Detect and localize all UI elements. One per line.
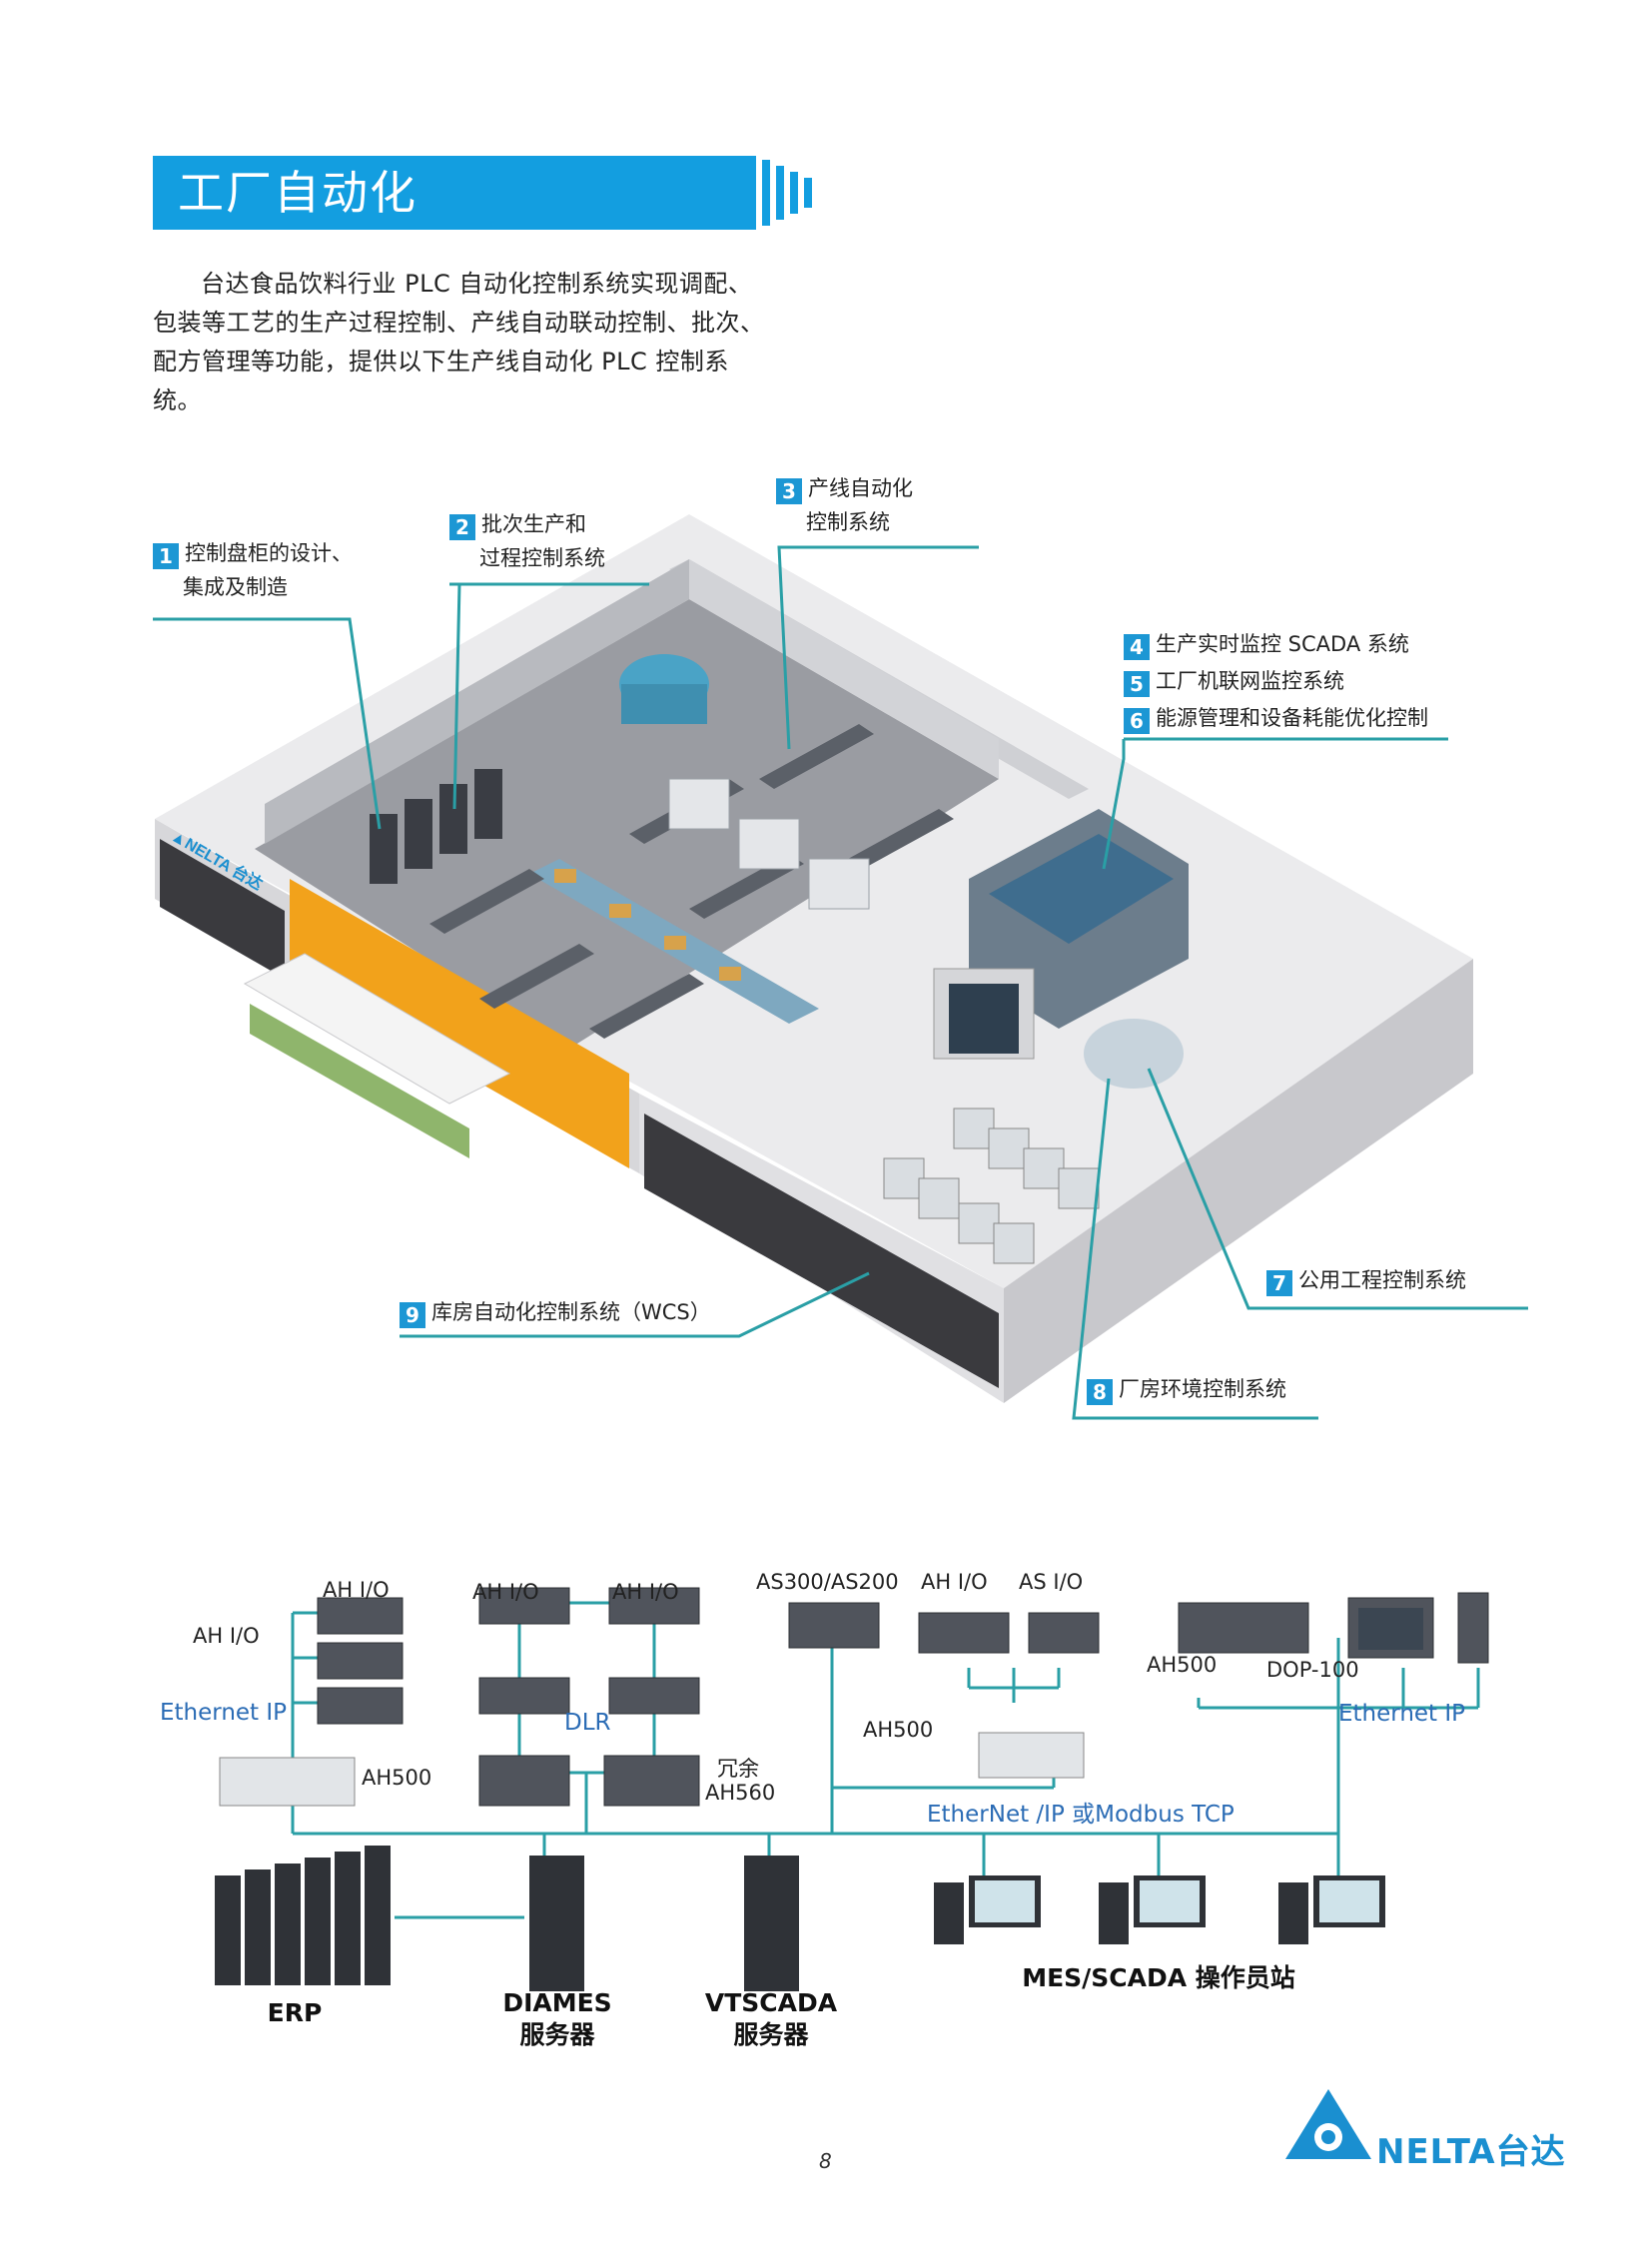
- server-label-erp: ERP: [267, 1998, 323, 2027]
- title-deco-bar: [762, 160, 770, 226]
- orange-panels: [290, 879, 629, 1168]
- callout-text: 厂房环境控制系统: [1119, 1377, 1286, 1401]
- callout-text: 批次生产和: [481, 512, 586, 536]
- operator-screens: [975, 1880, 1379, 1922]
- callout-badge: 1: [153, 543, 179, 569]
- label-ah-io: AH I/O: [612, 1580, 679, 1604]
- server-label-line: VTSCADA: [704, 1988, 838, 2017]
- label-as-io: AS I/O: [1019, 1570, 1084, 1594]
- label-ah-io: AH I/O: [323, 1578, 390, 1602]
- network-diagram: [215, 1587, 1489, 1991]
- server-label-mes: MES/SCADA 操作员站: [1022, 1963, 1295, 1992]
- callout-badge: 6: [1124, 708, 1150, 734]
- callout-text: 生产实时监控 SCADA 系统: [1156, 632, 1409, 656]
- title-deco-bar: [776, 166, 784, 220]
- factory-floor: [255, 599, 999, 1049]
- callout-badge: 4: [1124, 634, 1150, 660]
- server-label-diames: DIAMES 服务器: [497, 1987, 617, 2051]
- brand-name: NELTA台达: [1376, 2132, 1566, 2172]
- label-ah560: AH560: [705, 1781, 776, 1805]
- label-ah500: AH500: [863, 1718, 934, 1742]
- callout-badge: 5: [1124, 671, 1150, 697]
- network-lines: [291, 1601, 1480, 1919]
- io-modules: [317, 1587, 1489, 1807]
- label-redundant: 冗余: [717, 1757, 759, 1781]
- callout-text: 控制系统: [806, 510, 890, 534]
- callout-badge: 2: [449, 514, 475, 540]
- callout-text: 公用工程控制系统: [1298, 1268, 1466, 1292]
- callout-leaders: [153, 545, 1528, 1420]
- label-dlr: DLR: [564, 1710, 611, 1736]
- intro-paragraph: 台达食品饮料行业 PLC 自动化控制系统实现调配、包装等工艺的生产过程控制、产线…: [153, 270, 765, 414]
- title-deco-bar: [804, 178, 812, 208]
- erp-server: [215, 1846, 391, 1985]
- server-label-line: DIAMES: [502, 1988, 612, 2017]
- label-dop: DOP-100: [1266, 1658, 1359, 1682]
- page-number: 8: [819, 2149, 832, 2173]
- callout-text: 集成及制造: [183, 575, 288, 599]
- callout-text: 产线自动化: [808, 476, 913, 500]
- label-ethernet-ip: Ethernet IP: [160, 1700, 288, 1726]
- hmi-screen: [1358, 1608, 1423, 1650]
- fan-unit: [1084, 1019, 1184, 1089]
- label-bus: EtherNet /IP 或Modbus TCP: [927, 1802, 1235, 1828]
- title-deco-bar: [790, 172, 798, 214]
- callout-text: 控制盘柜的设计、: [185, 541, 353, 565]
- label-ah500: AH500: [362, 1766, 432, 1790]
- vtscada-server: [744, 1856, 799, 1991]
- diames-server: [529, 1856, 584, 1991]
- callout-badge: 9: [400, 1302, 425, 1328]
- callout-badge: 7: [1266, 1270, 1292, 1296]
- label-ah-io: AH I/O: [193, 1624, 260, 1648]
- label-ah-io: AH I/O: [921, 1570, 988, 1594]
- factory-illustration: ▲NELTA 台达: [153, 514, 1528, 1420]
- label-ah-io: AH I/O: [472, 1580, 539, 1604]
- delta-logo-icon: [1285, 2089, 1371, 2159]
- callout-text: 工厂机联网监控系统: [1156, 669, 1344, 693]
- callout-badge: 8: [1087, 1379, 1113, 1405]
- server-label-line: 服务器: [519, 2020, 595, 2049]
- server-label-line: 服务器: [733, 2020, 809, 2049]
- page-title: 工厂自动化: [178, 166, 417, 220]
- label-as300: AS300/AS200: [756, 1570, 899, 1594]
- callout-badge: 3: [776, 478, 802, 504]
- callout-text: 过程控制系统: [479, 546, 605, 570]
- label-ethernet-ip: Ethernet IP: [1338, 1701, 1466, 1727]
- label-ah500: AH500: [1147, 1653, 1218, 1677]
- callout-text: 库房自动化控制系统（WCS）: [431, 1300, 711, 1324]
- server-label-vtscada: VTSCADA 服务器: [701, 1987, 841, 2051]
- plc-racks: [219, 1732, 1085, 1807]
- callout-text: 能源管理和设备耗能优化控制: [1156, 706, 1428, 730]
- title-banner: [153, 156, 756, 230]
